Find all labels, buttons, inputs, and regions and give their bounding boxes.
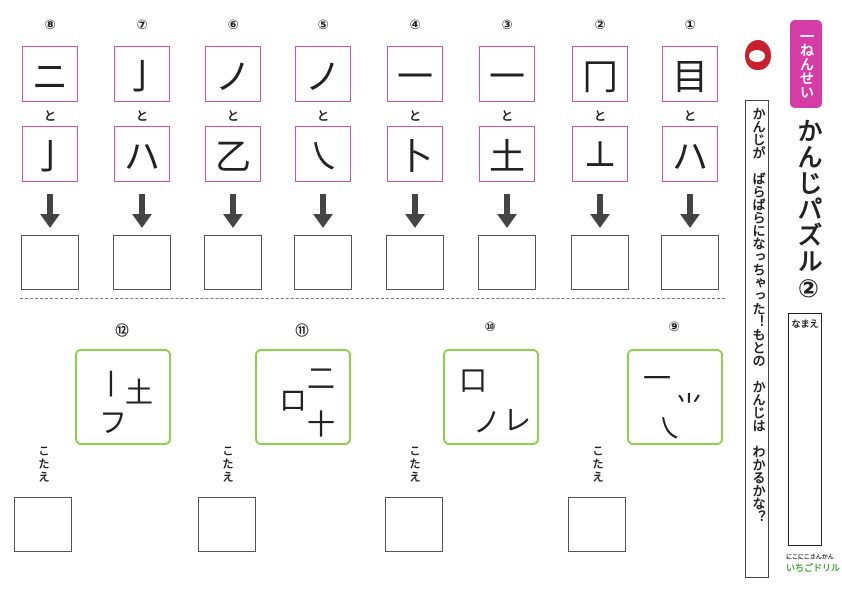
logo-text: いちごドリル bbox=[786, 564, 841, 574]
piece-b: ハ bbox=[662, 126, 718, 182]
joiner: と bbox=[683, 109, 696, 123]
arrow-down-icon bbox=[680, 194, 700, 228]
piece-b: 卜 bbox=[387, 126, 443, 182]
piece-a: 亅 bbox=[114, 46, 170, 102]
puzzle-number: ④ bbox=[409, 18, 421, 33]
joiner: と bbox=[593, 109, 606, 123]
answer-box[interactable] bbox=[21, 235, 79, 290]
piece: レ bbox=[503, 404, 532, 437]
name-label: なまえ bbox=[791, 320, 819, 330]
arrow-down-icon bbox=[497, 194, 517, 228]
joiner: と bbox=[43, 109, 56, 123]
answer-box[interactable] bbox=[386, 235, 444, 290]
puzzle-number: ③ bbox=[501, 18, 513, 33]
piece-a: 冂 bbox=[572, 46, 628, 102]
answer-box[interactable] bbox=[294, 235, 352, 290]
puzzle-number: ⑪ bbox=[295, 324, 309, 339]
answer-box[interactable] bbox=[204, 235, 262, 290]
answer-box[interactable] bbox=[113, 235, 171, 290]
piece: 二 bbox=[307, 362, 336, 395]
joiner: と bbox=[316, 109, 329, 123]
divider bbox=[20, 298, 725, 299]
piece: ロ bbox=[279, 384, 308, 417]
arrow-down-icon bbox=[405, 194, 425, 228]
answer-box[interactable] bbox=[571, 235, 629, 290]
piece-b: ㇏ bbox=[295, 126, 351, 182]
strawberry-mascot-icon bbox=[745, 40, 771, 70]
piece-b: 乙 bbox=[205, 126, 261, 182]
piece-a: ノ bbox=[295, 46, 351, 102]
answer-box[interactable] bbox=[385, 497, 443, 552]
answer-box[interactable] bbox=[198, 497, 256, 552]
puzzle-number: ⑥ bbox=[227, 18, 239, 33]
grade-badge: 一ねんせい bbox=[790, 20, 822, 108]
joiner: と bbox=[500, 109, 513, 123]
joiner: と bbox=[135, 109, 148, 123]
logo: にこにこさんかんいちごドリル bbox=[786, 552, 840, 574]
puzzle-box: 口ノレ bbox=[443, 349, 539, 445]
piece: 土 bbox=[125, 376, 154, 409]
puzzle-box: 一⺌㇏ bbox=[627, 349, 723, 445]
instruction-bubble: かんじが ばらばらになっちゃった！もとの かんじは わかるかな？ bbox=[745, 100, 769, 578]
piece-a: 目 bbox=[662, 46, 718, 102]
puzzle-number: ⑧ bbox=[44, 18, 56, 33]
puzzle-number: ⑫ bbox=[115, 324, 129, 339]
answer-label: こたえ bbox=[408, 445, 421, 484]
piece-b: ハ bbox=[114, 126, 170, 182]
answer-label: こたえ bbox=[221, 445, 234, 484]
piece-a: 一 bbox=[387, 46, 443, 102]
joiner: と bbox=[226, 109, 239, 123]
answer-box[interactable] bbox=[478, 235, 536, 290]
piece: 十 bbox=[307, 408, 336, 441]
piece: ㇏ bbox=[655, 412, 684, 445]
piece-a: ニ bbox=[22, 46, 78, 102]
piece-b: 土 bbox=[479, 126, 535, 182]
answer-box[interactable] bbox=[661, 235, 719, 290]
arrow-down-icon bbox=[132, 194, 152, 228]
page-title: かんじパズル② bbox=[794, 118, 823, 304]
arrow-down-icon bbox=[590, 194, 610, 228]
logo-small: にこにこさんかん bbox=[786, 554, 834, 561]
piece-b: ⊥ bbox=[572, 126, 628, 182]
puzzle-number: ② bbox=[594, 18, 606, 33]
piece: 一 bbox=[643, 362, 672, 395]
answer-box[interactable] bbox=[14, 497, 72, 552]
piece: ノ bbox=[473, 406, 502, 439]
piece-b: 亅 bbox=[22, 126, 78, 182]
puzzle-number: ① bbox=[684, 18, 696, 33]
piece: 丨 bbox=[97, 368, 126, 401]
joiner: と bbox=[408, 109, 421, 123]
arrow-down-icon bbox=[223, 194, 243, 228]
answer-label: こたえ bbox=[37, 445, 50, 484]
puzzle-number: ⑩ bbox=[484, 320, 496, 335]
piece: ⺌ bbox=[675, 390, 704, 423]
piece: 口 bbox=[459, 364, 488, 397]
answer-box[interactable] bbox=[568, 497, 626, 552]
puzzle-box: ロ二十 bbox=[255, 349, 351, 445]
arrow-down-icon bbox=[313, 194, 333, 228]
arrow-down-icon bbox=[40, 194, 60, 228]
name-field[interactable]: なまえ bbox=[788, 313, 822, 546]
piece-a: ノ bbox=[205, 46, 261, 102]
puzzle-number: ⑦ bbox=[136, 18, 148, 33]
puzzle-number: ⑤ bbox=[317, 18, 329, 33]
puzzle-number: ⑨ bbox=[668, 320, 680, 335]
piece-a: 一 bbox=[479, 46, 535, 102]
answer-label: こたえ bbox=[591, 445, 604, 484]
piece: フ bbox=[99, 406, 128, 439]
puzzle-box: 丨土フ bbox=[75, 349, 171, 445]
